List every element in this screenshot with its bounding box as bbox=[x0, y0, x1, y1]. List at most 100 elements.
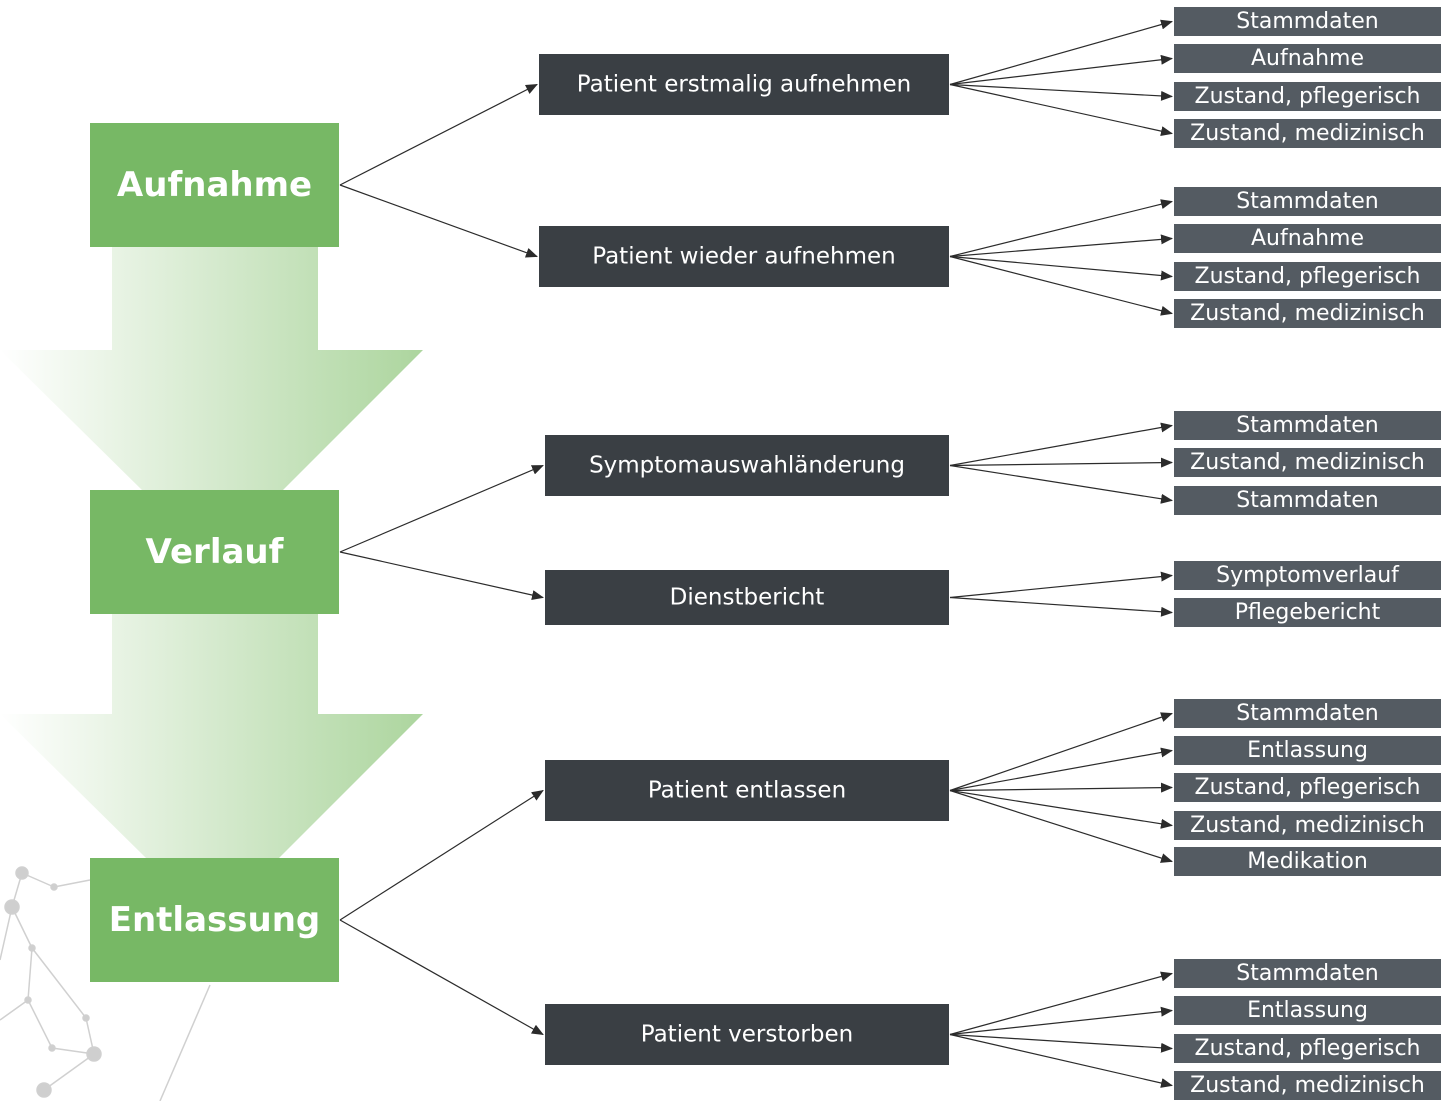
connector-process-symptomauswahlaenderung-to-output-zustand-medizinisch bbox=[949, 457, 1173, 468]
process-patient-entlassen-box bbox=[545, 760, 949, 821]
output-zustand-medizinisch-label: Zustand, medizinisch bbox=[1190, 301, 1425, 326]
process-patient-verstorben: Patient verstorben bbox=[545, 1004, 949, 1065]
output-zustand-medizinisch-label: Zustand, medizinisch bbox=[1190, 121, 1425, 146]
connector-phase-verlauf-to-process-symptomauswahlaenderung bbox=[339, 464, 544, 553]
connector-process-patient-wieder-aufnehmen-to-output-aufnahme bbox=[949, 234, 1173, 258]
output-aufnahme: Aufnahme bbox=[1174, 224, 1441, 253]
output-stammdaten: Stammdaten bbox=[1174, 7, 1441, 36]
process-patient-erstmalig-aufnehmen: Patient erstmalig aufnehmen bbox=[539, 54, 949, 115]
output-pflegebericht-box bbox=[1174, 598, 1441, 627]
connector-process-patient-entlassen-to-output-entlassung bbox=[949, 747, 1173, 792]
output-zustand-pflegerisch: Zustand, pflegerisch bbox=[1174, 82, 1441, 111]
output-zustand-medizinisch: Zustand, medizinisch bbox=[1174, 811, 1441, 840]
phase-entlassung: Entlassung bbox=[90, 858, 339, 982]
connector-process-patient-erstmalig-aufnehmen-to-output-aufnahme bbox=[949, 54, 1173, 86]
flow-arrow-1-icon bbox=[0, 247, 423, 560]
output-zustand-medizinisch-box bbox=[1174, 299, 1441, 328]
connector-phase-entlassung-to-process-patient-entlassen bbox=[339, 789, 544, 921]
process-dienstbericht: Dienstbericht bbox=[545, 570, 949, 625]
output-stammdaten: Stammdaten bbox=[1174, 486, 1441, 515]
process-patient-entlassen-label: Patient entlassen bbox=[648, 778, 846, 804]
connector-phase-aufnahme-to-process-patient-erstmalig-aufnehmen bbox=[339, 83, 538, 186]
phase-aufnahme-box bbox=[90, 123, 339, 247]
output-stammdaten-label: Stammdaten bbox=[1236, 189, 1378, 214]
connector-process-symptomauswahlaenderung-to-output-stammdaten bbox=[949, 422, 1173, 467]
output-medikation-label: Medikation bbox=[1247, 849, 1368, 874]
output-entlassung-label: Entlassung bbox=[1247, 998, 1368, 1023]
output-zustand-pflegerisch: Zustand, pflegerisch bbox=[1174, 262, 1441, 291]
output-zustand-medizinisch: Zustand, medizinisch bbox=[1174, 119, 1441, 148]
connector-process-patient-entlassen-to-output-zustand-pflegerisch bbox=[949, 782, 1173, 793]
output-stammdaten-box bbox=[1174, 7, 1441, 36]
connector-process-patient-entlassen-to-output-medikation bbox=[949, 789, 1173, 863]
process-patient-wieder-aufnehmen-box bbox=[539, 226, 949, 287]
output-zustand-medizinisch: Zustand, medizinisch bbox=[1174, 1071, 1441, 1100]
process-patient-wieder-aufnehmen: Patient wieder aufnehmen bbox=[539, 226, 949, 287]
process-symptomauswahlaenderung: Symptomauswahländerung bbox=[545, 435, 949, 496]
connector-process-patient-entlassen-to-output-stammdaten bbox=[949, 712, 1173, 792]
output-aufnahme-label: Aufnahme bbox=[1251, 226, 1364, 251]
output-symptomverlauf-label: Symptomverlauf bbox=[1216, 563, 1400, 588]
output-medikation: Medikation bbox=[1174, 847, 1441, 876]
output-stammdaten-box bbox=[1174, 486, 1441, 515]
connector-process-patient-wieder-aufnehmen-to-output-zustand-medizinisch bbox=[949, 255, 1173, 316]
process-patient-entlassen: Patient entlassen bbox=[545, 760, 949, 821]
output-zustand-pflegerisch-box bbox=[1174, 82, 1441, 111]
output-aufnahme: Aufnahme bbox=[1174, 44, 1441, 73]
output-zustand-pflegerisch-label: Zustand, pflegerisch bbox=[1195, 1036, 1421, 1061]
output-entlassung: Entlassung bbox=[1174, 736, 1441, 765]
output-stammdaten: Stammdaten bbox=[1174, 411, 1441, 440]
connector-process-patient-verstorben-to-output-entlassung bbox=[949, 1006, 1173, 1036]
output-zustand-pflegerisch: Zustand, pflegerisch bbox=[1174, 1034, 1441, 1063]
output-zustand-medizinisch-box bbox=[1174, 811, 1441, 840]
output-stammdaten: Stammdaten bbox=[1174, 187, 1441, 216]
output-entlassung-label: Entlassung bbox=[1247, 738, 1368, 763]
phase-verlauf-box bbox=[90, 490, 339, 614]
output-stammdaten-label: Stammdaten bbox=[1236, 413, 1378, 438]
output-stammdaten-label: Stammdaten bbox=[1236, 9, 1378, 34]
phase-aufnahme: Aufnahme bbox=[90, 123, 339, 247]
connector-process-patient-erstmalig-aufnehmen-to-output-zustand-pflegerisch bbox=[949, 83, 1173, 101]
connector-process-patient-wieder-aufnehmen-to-output-stammdaten bbox=[949, 199, 1173, 258]
output-entlassung-box bbox=[1174, 996, 1441, 1025]
output-medikation-box bbox=[1174, 847, 1441, 876]
connector-process-patient-erstmalig-aufnehmen-to-output-zustand-medizinisch bbox=[949, 83, 1173, 137]
output-zustand-pflegerisch-label: Zustand, pflegerisch bbox=[1195, 775, 1421, 800]
phase-entlassung-box bbox=[90, 858, 339, 982]
output-stammdaten-box bbox=[1174, 187, 1441, 216]
output-stammdaten-box bbox=[1174, 411, 1441, 440]
output-zustand-medizinisch-box bbox=[1174, 448, 1441, 477]
process-patient-erstmalig-aufnehmen-label: Patient erstmalig aufnehmen bbox=[577, 72, 911, 98]
process-patient-verstorben-label: Patient verstorben bbox=[641, 1022, 853, 1048]
connector-process-dienstbericht-to-output-symptomverlauf bbox=[949, 571, 1173, 599]
connector-process-patient-verstorben-to-output-zustand-medizinisch bbox=[949, 1033, 1173, 1088]
output-zustand-pflegerisch-label: Zustand, pflegerisch bbox=[1195, 264, 1421, 289]
phase-verlauf: Verlauf bbox=[90, 490, 339, 614]
process-dienstbericht-box bbox=[545, 570, 949, 625]
connector-process-symptomauswahlaenderung-to-output-stammdaten bbox=[949, 464, 1173, 504]
connector-process-dienstbericht-to-output-pflegebericht bbox=[949, 596, 1173, 617]
output-aufnahme-label: Aufnahme bbox=[1251, 46, 1364, 71]
phase-verlauf-label: Verlauf bbox=[146, 532, 285, 572]
output-symptomverlauf: Symptomverlauf bbox=[1174, 561, 1441, 590]
output-zustand-medizinisch: Zustand, medizinisch bbox=[1174, 299, 1441, 328]
output-stammdaten-label: Stammdaten bbox=[1236, 701, 1378, 726]
output-zustand-medizinisch-label: Zustand, medizinisch bbox=[1190, 450, 1425, 475]
connector-process-patient-wieder-aufnehmen-to-output-zustand-pflegerisch bbox=[949, 255, 1173, 281]
connector-phase-aufnahme-to-process-patient-wieder-aufnehmen bbox=[339, 184, 538, 258]
connector-layer bbox=[339, 19, 1173, 1088]
output-aufnahme-box bbox=[1174, 44, 1441, 73]
phase-aufnahme-label: Aufnahme bbox=[117, 165, 312, 205]
output-zustand-medizinisch-box bbox=[1174, 119, 1441, 148]
output-stammdaten-label: Stammdaten bbox=[1236, 488, 1378, 513]
connector-phase-entlassung-to-process-patient-verstorben bbox=[339, 919, 544, 1036]
output-zustand-pflegerisch-box bbox=[1174, 1034, 1441, 1063]
output-stammdaten-box bbox=[1174, 699, 1441, 728]
connector-process-patient-entlassen-to-output-zustand-medizinisch bbox=[949, 789, 1173, 829]
connector-process-patient-verstorben-to-output-zustand-pflegerisch bbox=[949, 1033, 1173, 1053]
output-zustand-medizinisch-box bbox=[1174, 1071, 1441, 1100]
output-aufnahme-box bbox=[1174, 224, 1441, 253]
process-patient-verstorben-box bbox=[545, 1004, 949, 1065]
